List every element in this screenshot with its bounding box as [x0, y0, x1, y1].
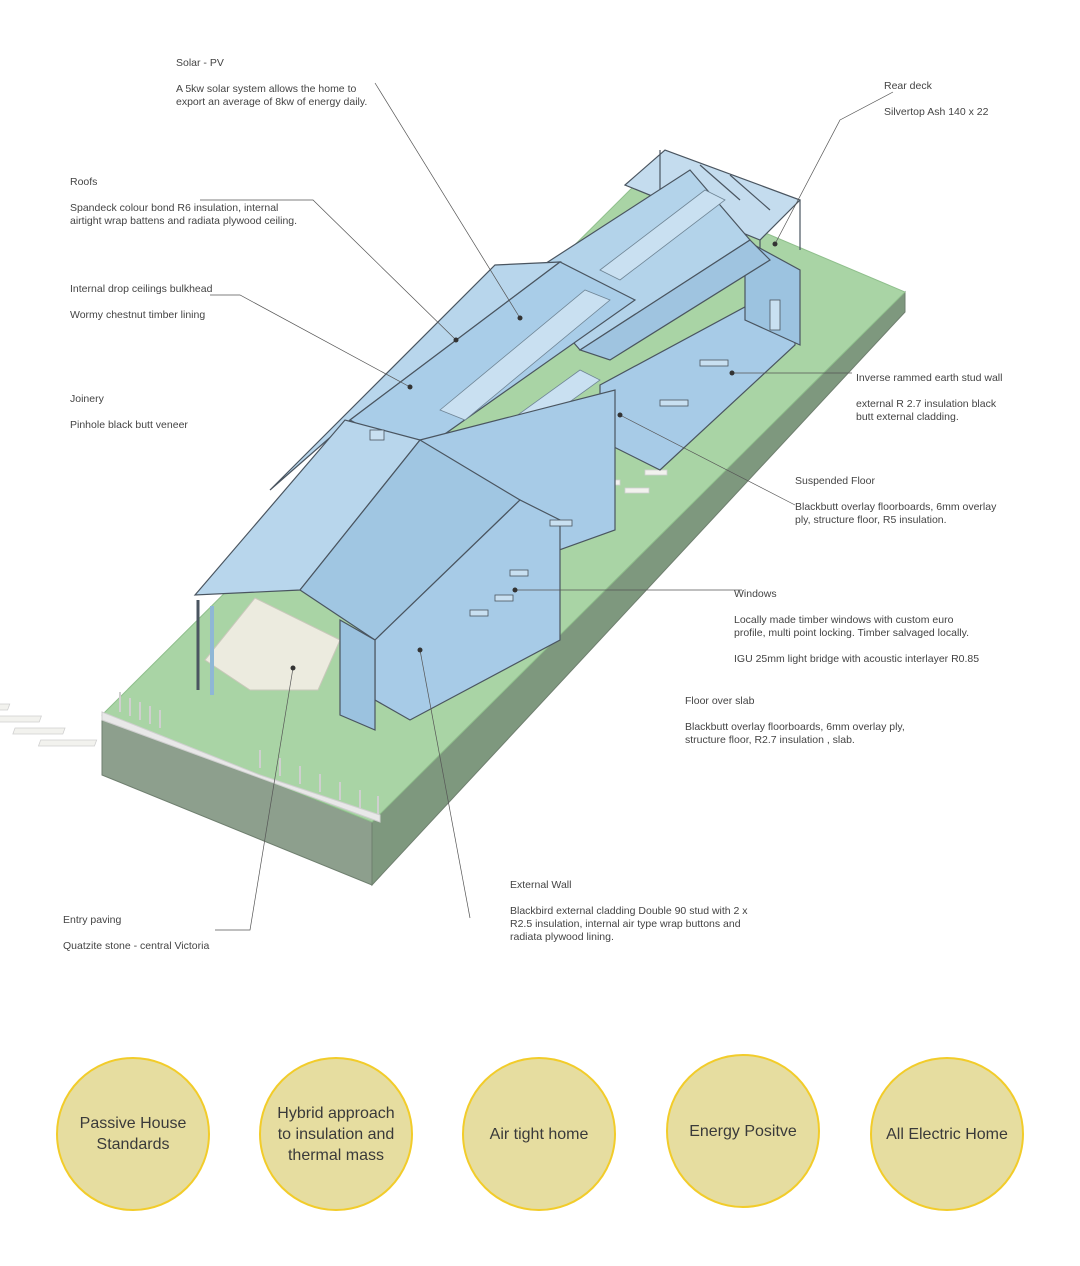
stepping-stones — [0, 469, 668, 747]
annotation-body: external R 2.7 insulation black butt ext… — [856, 398, 997, 423]
annotation-body: Spandeck colour bond R6 insulation, inte… — [70, 202, 298, 227]
leader-lines — [200, 82, 894, 931]
annotation-title: External Wall — [510, 879, 572, 891]
feature-label: All Electric Home — [886, 1125, 1008, 1143]
annotation-rear-deck: Rear deck Silvertop Ash 140 x 22 — [884, 67, 988, 119]
front-wing-side — [339, 618, 376, 731]
feature-energy-positive: Energy Positve — [666, 1054, 820, 1208]
annotation-internal-drop-ceilings: Internal drop ceilings bulkhead Wormy ch… — [70, 270, 212, 322]
feature-label: Hybrid approach to insulation and therma… — [277, 1104, 395, 1164]
annotation-title: Inverse rammed earth stud wall — [856, 372, 1003, 384]
annotation-entry-paving: Entry paving Quatzite stone - central Vi… — [63, 901, 209, 953]
annotation-body: Blackbutt overlay floorboards, 6mm overl… — [685, 721, 905, 746]
annotation-body: Pinhole black butt veneer — [70, 419, 188, 431]
leader-dots — [290, 241, 778, 671]
annotation-title: Suspended Floor — [795, 475, 875, 487]
annotation-body: Wormy chestnut timber lining — [70, 309, 206, 321]
annotation-floor-over-slab: Floor over slab Blackbutt overlay floorb… — [685, 682, 905, 747]
feature-air-tight: Air tight home — [462, 1057, 616, 1211]
wall-windows — [369, 299, 781, 617]
front-fence — [119, 692, 379, 814]
annotation-external-wall: External Wall Blackbird external claddin… — [510, 866, 748, 944]
annotation-body: Locally made timber windows with custom … — [734, 614, 980, 665]
annotation-inverse-rammed-earth: Inverse rammed earth stud wall external … — [856, 359, 1002, 424]
feature-all-electric: All Electric Home — [870, 1057, 1024, 1211]
annotation-joinery: Joinery Pinhole black butt veneer — [70, 380, 188, 432]
annotation-body: A 5kw solar system allows the home to ex… — [176, 83, 368, 108]
annotation-windows: Windows Locally made timber windows with… — [734, 575, 979, 666]
annotation-title: Roofs — [70, 176, 98, 188]
annotation-body: Blackbird external cladding Double 90 st… — [510, 905, 748, 943]
feature-passive-house: Passive House Standards — [56, 1057, 210, 1211]
annotation-title: Windows — [734, 588, 777, 600]
house-isometric-diagram — [0, 82, 906, 931]
annotation-title: Joinery — [70, 393, 104, 405]
annotation-suspended-floor: Suspended Floor Blackbutt overlay floorb… — [795, 462, 996, 527]
entry-paving-area — [204, 597, 341, 691]
annotation-title: Internal drop ceilings bulkhead — [70, 283, 213, 295]
front-wall — [101, 711, 381, 823]
feature-label: Air tight home — [489, 1125, 589, 1143]
annotation-title: Floor over slab — [685, 695, 755, 707]
annotation-title: Rear deck — [884, 80, 932, 92]
feature-label: Energy Positve — [689, 1122, 797, 1140]
rear-roof-right — [578, 239, 771, 361]
annotation-roofs: Roofs Spandeck colour bond R6 insulation… — [70, 163, 297, 228]
annotation-title: Solar - PV — [176, 57, 224, 69]
annotation-solar-pv: Solar - PV A 5kw solar system allows the… — [176, 44, 367, 109]
annotation-body: Silvertop Ash 140 x 22 — [884, 106, 989, 118]
feature-hybrid-approach: Hybrid approach to insulation and therma… — [259, 1057, 413, 1211]
annotation-body: Quatzite stone - central Victoria — [63, 940, 210, 952]
annotation-title: Entry paving — [63, 914, 122, 926]
feature-label: Passive House Standards — [79, 1115, 187, 1153]
annotation-body: Blackbutt overlay floorboards, 6mm overl… — [795, 501, 997, 526]
